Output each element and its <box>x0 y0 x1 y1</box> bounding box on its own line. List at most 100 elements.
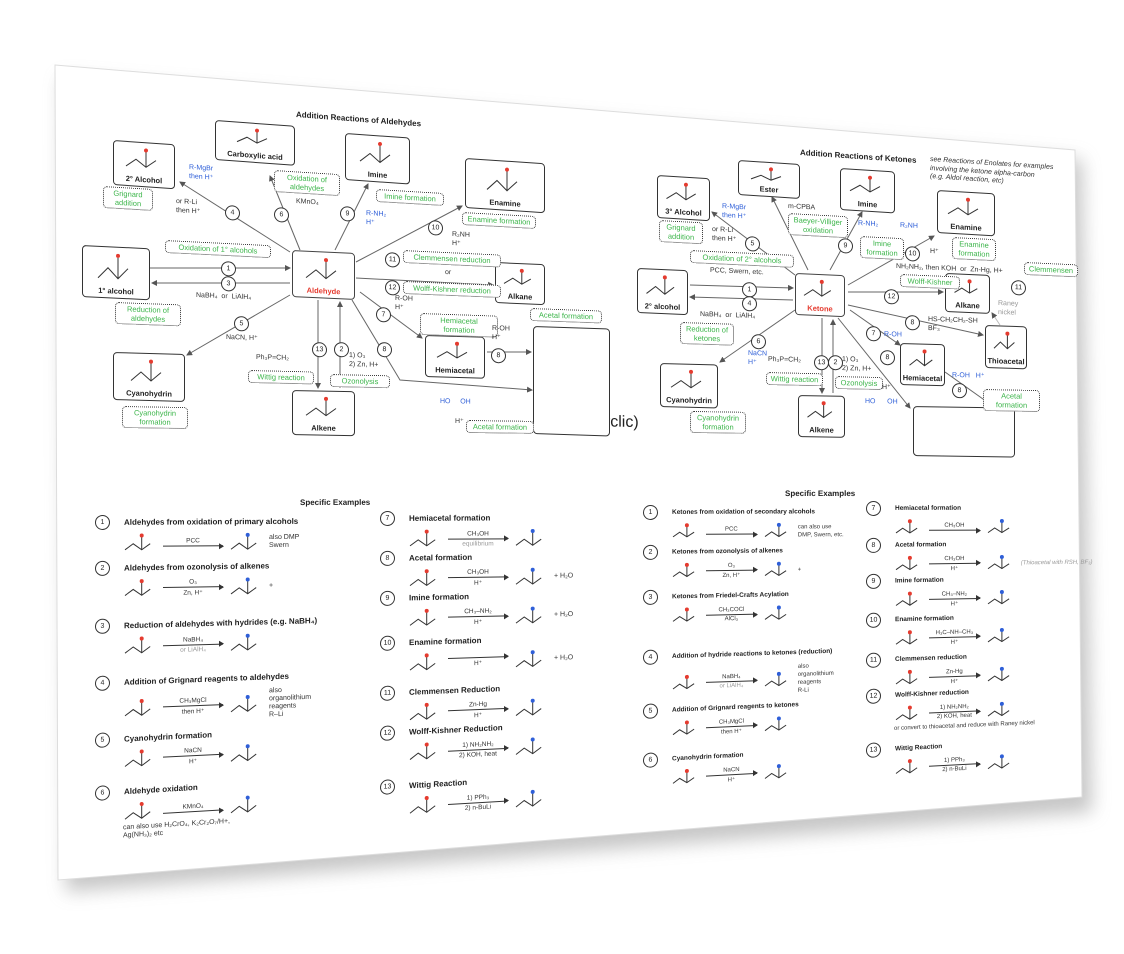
example-number-badge[interactable]: 2 <box>95 560 110 576</box>
method-label[interactable]: Cyanohydrin formation <box>690 411 746 434</box>
example-number-badge[interactable]: 11 <box>380 685 395 701</box>
product-box-3-alcohol[interactable]: 3° Alcohol <box>657 175 710 222</box>
step-number-badge[interactable]: 12 <box>385 280 400 296</box>
example-number-badge[interactable]: 1 <box>95 514 110 530</box>
step-number-badge[interactable]: 11 <box>385 252 400 268</box>
step-number-badge[interactable]: 1 <box>221 261 236 277</box>
step-number-badge[interactable]: 7 <box>866 326 881 342</box>
step-number-badge[interactable]: 13 <box>814 355 829 371</box>
molecule-structure-icon <box>987 701 1010 717</box>
product-box-aldehyde[interactable]: Aldehyde <box>292 250 355 300</box>
product-box-1-alcohol[interactable]: 1° alcohol <box>82 245 150 301</box>
step-number-badge[interactable]: 5 <box>234 316 249 332</box>
example-number-badge[interactable]: 8 <box>380 550 395 566</box>
method-label[interactable]: Reduction of aldehydes <box>115 302 181 327</box>
example-number-badge[interactable]: 12 <box>866 688 881 704</box>
method-label[interactable]: Acetal formation <box>530 308 602 324</box>
example-number-badge[interactable]: 13 <box>380 779 395 795</box>
example-number-badge[interactable]: 5 <box>643 703 658 719</box>
example-number-badge[interactable]: 8 <box>866 537 881 553</box>
product-box-thioacetal[interactable]: Thioacetal <box>985 325 1027 370</box>
method-label[interactable]: Grignard addition <box>659 220 703 245</box>
example-number-badge[interactable]: 9 <box>380 590 395 606</box>
method-label[interactable]: Baeyer-Villiger oxidation <box>788 213 848 239</box>
method-label[interactable]: Grignard addition <box>103 186 153 211</box>
step-number-badge[interactable]: 11 <box>1011 280 1026 296</box>
step-number-badge[interactable]: 1 <box>742 282 757 298</box>
example-number-badge[interactable]: 7 <box>380 510 395 526</box>
product-box-2-alcohol[interactable]: 2° alcohol <box>637 268 688 316</box>
step-number-badge[interactable]: 10 <box>905 246 920 262</box>
example-number-badge[interactable]: 6 <box>643 752 658 768</box>
method-label[interactable]: Oxidation of aldehydes <box>274 170 340 197</box>
method-label[interactable]: Acetal formation <box>983 389 1040 413</box>
product-box-cyanohydrin[interactable]: Cyanohydrin <box>660 363 718 409</box>
product-box-alkane[interactable]: Alkane <box>495 262 545 306</box>
step-number-badge[interactable]: 4 <box>225 205 240 221</box>
product-box-alkane[interactable]: Alkane <box>945 273 990 314</box>
step-number-badge[interactable]: 13 <box>312 342 327 358</box>
method-label[interactable]: Imine formation <box>860 236 904 261</box>
example-number-badge[interactable]: 9 <box>866 573 881 589</box>
product-box-hemiacetal[interactable]: Hemiacetal <box>425 335 485 379</box>
example-number-badge[interactable]: 1 <box>643 504 658 520</box>
step-number-badge[interactable]: 6 <box>274 207 289 223</box>
product-box-hemiacetal[interactable]: Hemiacetal <box>900 343 945 387</box>
example-number-badge[interactable]: 4 <box>643 649 658 665</box>
example-number-badge[interactable]: 10 <box>866 612 881 628</box>
product-box-alkene[interactable]: Alkene <box>292 390 355 437</box>
example-title: Acetal formation <box>409 552 473 563</box>
method-label[interactable]: Cyanohydrin formation <box>122 406 188 430</box>
product-box-imine[interactable]: Imine <box>840 168 895 214</box>
product-box-cyanohydrin[interactable]: Cyanohydrin <box>113 352 185 402</box>
step-number-badge[interactable]: 4 <box>742 296 757 312</box>
product-box-ester[interactable]: Ester <box>738 160 800 200</box>
example-number-badge[interactable]: 11 <box>866 652 881 668</box>
step-number-badge[interactable]: 2 <box>828 355 843 371</box>
step-number-badge[interactable]: 10 <box>428 220 443 236</box>
example-number-badge[interactable]: 12 <box>380 725 395 741</box>
step-number-badge[interactable]: 8 <box>491 348 506 364</box>
reagent-above: CH₃–NH₂ <box>941 590 968 598</box>
product-label: Alkane <box>955 300 980 311</box>
method-label[interactable]: Acetal formation <box>466 420 534 434</box>
product-box-enamine[interactable]: Enamine <box>937 190 995 237</box>
step-number-badge[interactable]: 2 <box>334 342 349 358</box>
example-number-badge[interactable]: 10 <box>380 635 395 651</box>
step-number-badge[interactable]: 6 <box>751 334 766 350</box>
method-label[interactable]: Wittig reaction <box>766 372 823 387</box>
method-label[interactable]: Ozonolysis <box>330 374 390 389</box>
step-number-badge[interactable]: 9 <box>838 238 853 254</box>
product-box-carboxylic-acid[interactable]: Carboxylic acid <box>215 120 295 166</box>
product-box-enamine[interactable]: Enamine <box>465 158 545 214</box>
product-box-alkene[interactable]: Alkene <box>798 395 845 438</box>
step-number-badge[interactable]: 8 <box>880 350 895 366</box>
example-number-badge[interactable]: 3 <box>643 589 658 605</box>
step-number-badge[interactable]: 8 <box>905 315 920 331</box>
step-number-badge[interactable]: 12 <box>884 289 899 305</box>
product-box-ketone[interactable]: Ketone <box>795 273 845 318</box>
step-number-badge[interactable]: 8 <box>952 383 967 399</box>
method-label[interactable]: Wolff-Kishner <box>900 274 960 290</box>
example-number-badge[interactable]: 4 <box>95 675 110 691</box>
product-box-imine[interactable]: Imine <box>345 133 410 185</box>
step-number-badge[interactable]: 3 <box>221 276 236 292</box>
step-number-badge[interactable]: 5 <box>745 236 760 252</box>
product-box-2-alcohol[interactable]: 2° Alcohol <box>113 140 175 190</box>
step-number-badge[interactable]: 8 <box>377 342 392 358</box>
step-number-badge[interactable]: 9 <box>340 206 355 222</box>
example-number-badge[interactable]: 7 <box>866 500 881 516</box>
example-number-badge[interactable]: 13 <box>866 742 881 758</box>
example-number-badge[interactable]: 5 <box>95 732 110 748</box>
step-number-badge[interactable]: 7 <box>376 307 391 323</box>
method-label[interactable]: Enamine formation <box>952 237 996 262</box>
example-number-badge[interactable]: 3 <box>95 618 110 634</box>
molecule-structure-icon <box>993 331 1015 350</box>
method-label[interactable]: Wittig reaction <box>248 370 314 385</box>
method-label[interactable]: Clemmensen <box>1024 262 1078 278</box>
method-label[interactable]: Ozonolysis <box>835 376 883 391</box>
example-number-badge[interactable]: 2 <box>643 544 658 560</box>
method-label[interactable]: Reduction of ketones <box>680 322 734 346</box>
method-label[interactable]: Hemiacetal formation <box>420 313 498 338</box>
example-number-badge[interactable]: 6 <box>95 785 110 801</box>
